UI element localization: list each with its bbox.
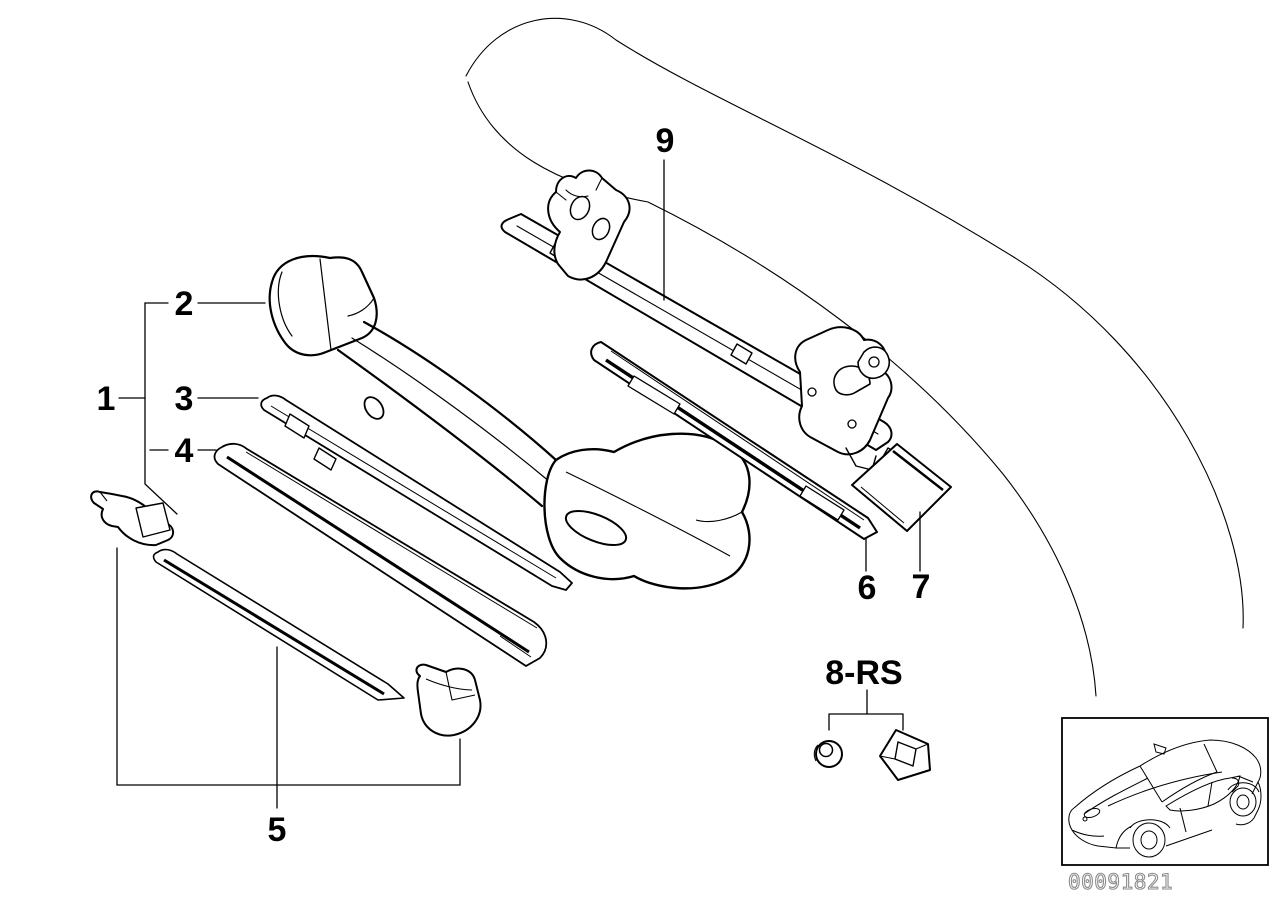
callout-2-label[interactable]: 2: [175, 285, 194, 323]
part-8rs-clip-drawing: [879, 729, 931, 781]
callout-8rs-label[interactable]: 8-RS: [825, 654, 902, 692]
body-outline-inner: [467, 81, 1097, 697]
callout-9-label[interactable]: 9: [656, 122, 675, 160]
callout-leader-lines: [116, 159, 921, 809]
part-9-mechanism-drawing: [500, 169, 923, 483]
doc-number: 00091821: [1068, 870, 1173, 894]
body-outline-outer: [465, 17, 1244, 629]
car-thumbnail: 00091821: [1061, 717, 1269, 895]
callout-5-label[interactable]: 5: [268, 811, 287, 849]
body-outline-curves: [465, 17, 1244, 697]
callout-3-label[interactable]: 3: [175, 380, 194, 418]
part-5-strip-drawing: [152, 548, 405, 701]
bracket-1-2-3-4: [144, 302, 178, 515]
part-7-panel-drawing: [851, 443, 952, 532]
part-2-front-cover-drawing: [543, 432, 751, 590]
part-5-right-cap-drawing: [415, 663, 482, 737]
callout-labels: 1 2 3 4 5 6 7 8-RS 9: [97, 122, 931, 849]
bracket-8rs: [828, 689, 904, 731]
callout-7-label[interactable]: 7: [912, 568, 931, 606]
callout-1-label[interactable]: 1: [97, 380, 116, 418]
part-4-strip-drawing: [213, 442, 548, 667]
car-icon: [1068, 739, 1262, 858]
part-2-armrest-drawing: [268, 254, 558, 508]
part-6-rail-drawing: [590, 341, 878, 540]
part-5-left-cap-drawing: [90, 490, 174, 547]
bracket-5: [116, 547, 461, 809]
part-8rs-grommet-drawing: [813, 740, 843, 768]
callout-6-label[interactable]: 6: [858, 569, 877, 607]
callout-4-label[interactable]: 4: [175, 432, 194, 470]
part-3-strip-drawing: [260, 394, 573, 591]
